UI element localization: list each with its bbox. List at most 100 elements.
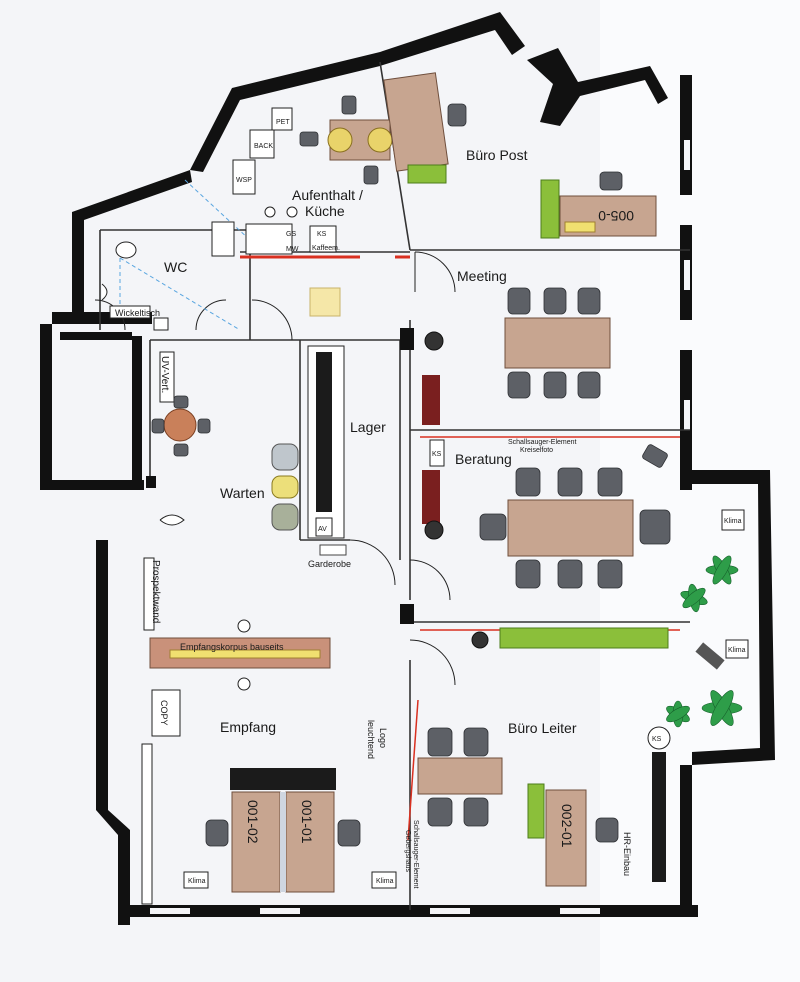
person-icon <box>237 619 251 633</box>
klima-box <box>725 639 749 659</box>
copy-machine <box>151 689 181 737</box>
waiting-chair <box>271 443 299 471</box>
plant-icon <box>680 583 708 613</box>
desk-001-02 <box>231 791 281 893</box>
kitchen-area: PET BACK WSP GS MW KS Kaffeem. <box>211 95 409 317</box>
outer-walls <box>40 12 775 925</box>
copy-label: COPY <box>159 700 169 726</box>
chair-icon <box>695 642 725 670</box>
room-label-lager: Lager <box>350 419 386 435</box>
desk-label-002-01: 002-01 <box>559 804 575 848</box>
room-label-warten: Warten <box>220 485 265 501</box>
desk-backboard <box>230 768 336 790</box>
chair-icon <box>447 103 467 127</box>
meeting-area <box>422 287 611 425</box>
desk-label-005: 005-0 <box>598 208 634 224</box>
bin-box <box>153 317 169 331</box>
pet-bin <box>271 107 293 131</box>
pet-label: PET <box>276 119 290 126</box>
garderobe-hooks <box>319 544 347 556</box>
wickeltisch-label: Wickeltisch <box>115 308 160 318</box>
wsp-bin <box>232 159 256 195</box>
prospektwand-label: Prospektwand <box>150 560 161 623</box>
absorber-panel <box>422 375 440 425</box>
person-icon <box>286 206 298 218</box>
room-label-buero-post: Büro Post <box>466 147 528 163</box>
plant-icon <box>705 555 739 585</box>
changing-table <box>109 305 151 319</box>
side-cabinet <box>141 743 153 905</box>
hr-cabinet <box>652 752 666 882</box>
desk-001-01 <box>285 791 335 893</box>
schallsauger-label: Schallsauger-Element <box>508 439 577 446</box>
person-icon <box>159 514 185 526</box>
room-label-wc: WC <box>164 259 187 275</box>
plants <box>666 555 743 728</box>
chair-icon <box>599 171 623 191</box>
beratung-area: KS <box>422 439 671 589</box>
empfang-area <box>141 557 397 905</box>
uv-vert-label: UV-Vert. <box>159 356 170 393</box>
room-label-buero-leiter: Büro Leiter <box>508 720 577 736</box>
chair-icon <box>341 95 357 115</box>
buero-leiter-area <box>417 509 749 887</box>
round-table <box>163 408 197 442</box>
wsp-label: WSP <box>236 177 252 184</box>
absorber-line <box>407 699 419 841</box>
logo-label-line2: leuchtend <box>366 720 376 759</box>
klima-label: Klima <box>728 647 746 654</box>
wall-stub <box>400 328 414 350</box>
lager-area: AV <box>307 345 345 539</box>
av-label: AV <box>318 526 327 533</box>
gebergshaus-label: Gebergshaus <box>404 830 411 873</box>
gs-label: GS <box>286 231 296 238</box>
person-icon <box>264 206 276 218</box>
ks-circle <box>647 726 671 750</box>
green-cabinet <box>407 164 447 184</box>
counter-left <box>245 223 293 255</box>
uv-box <box>159 351 175 403</box>
beratung-table <box>507 499 634 557</box>
ks-box <box>309 225 337 253</box>
logo-label-line1: Logo <box>378 728 388 748</box>
table-circle <box>327 127 353 153</box>
klima-label: Klima <box>724 518 742 525</box>
klima-label: Klima <box>376 878 394 885</box>
room-label-empfang: Empfang <box>220 719 276 735</box>
ks-label: KS <box>652 736 662 743</box>
waiting-chair <box>271 475 299 499</box>
plant-icon <box>701 690 743 726</box>
column-icon <box>424 520 444 540</box>
green-cabinet <box>527 783 545 839</box>
back-label: BACK <box>254 143 273 150</box>
ks-label: KS <box>432 451 442 458</box>
av-box <box>315 517 333 537</box>
desk-divider <box>280 792 286 892</box>
desk-label-001-01: 001-01 <box>299 800 315 844</box>
wc-area <box>101 241 169 331</box>
shelf-fill <box>316 352 332 512</box>
green-cabinet <box>540 179 560 239</box>
urinal-icon <box>101 283 108 301</box>
desk-label-001-02: 001-02 <box>245 800 261 844</box>
ks-label: KS <box>317 231 327 238</box>
schallsauger-vert-label: Schallsauger-Element <box>412 820 419 889</box>
leiter-desk <box>417 757 503 795</box>
toilet-icon <box>115 241 137 259</box>
sink <box>211 221 235 257</box>
kitchen-box <box>309 287 341 317</box>
person-icon <box>237 677 251 691</box>
klima-box <box>721 509 745 531</box>
keyboard-icon <box>564 221 596 233</box>
plant-icon <box>666 700 690 728</box>
hr-einbau-label: HR-Einbau <box>622 832 632 876</box>
garderobe-label: Garderobe <box>308 559 351 569</box>
ks-box <box>429 439 445 467</box>
doors <box>94 251 456 686</box>
empfangskorpus-label: Empfangskorpus bauseits <box>180 642 284 652</box>
room-label-kueche: Küche <box>305 203 345 219</box>
back-bin <box>249 129 275 159</box>
wall-stub <box>400 604 414 624</box>
kreiselfoto-label: Kreiselfoto <box>520 447 553 454</box>
